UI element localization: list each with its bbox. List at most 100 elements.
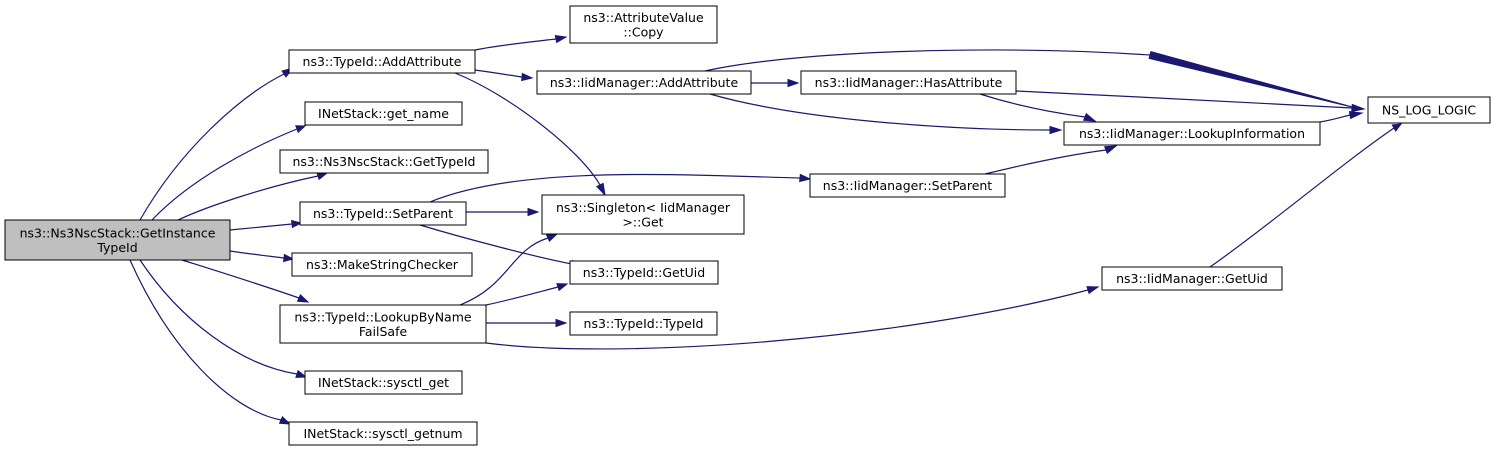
arrowhead (1148, 50, 1357, 109)
node-label: ns3::Singleton< IidManager (556, 200, 731, 215)
edge-root-to-makestringchecker (229, 250, 295, 263)
arrowhead (283, 253, 295, 263)
node-label: FailSafe (359, 324, 408, 339)
node-label: ns3::TypeId::SetParent (313, 206, 453, 221)
node-box (288, 421, 478, 446)
arrowhead (1348, 110, 1364, 120)
node-box (569, 311, 718, 336)
node-label: INetStack::sysctl_getnum (303, 426, 462, 441)
edge-root-to-typeid_addattribute (139, 67, 295, 221)
node-typeid_getuid[interactable]: ns3::TypeId::GetUid (569, 260, 719, 285)
node-iidmanager_lookupinformation[interactable]: ns3::IidManager::LookupInformation (1063, 121, 1321, 146)
edge-iidmanager_getuid-to-ns_log_logic (1209, 123, 1403, 268)
node-typeid_typeid[interactable]: ns3::TypeId::TypeId (569, 311, 718, 336)
node-inetstack_sysctl_get[interactable]: INetStack::sysctl_get (304, 370, 463, 395)
edge-root-to-typeid_lookupbynamefailsafe (181, 259, 310, 303)
edge-typeid_lookupbynamefailsafe-to-iidmanager_getuid (485, 286, 1100, 350)
edge-root-to-inetstack_sysctl_get (139, 259, 308, 378)
node-label: ns3::IidManager::AddAttribute (550, 75, 739, 90)
arrowhead (1351, 103, 1366, 113)
node-box (800, 70, 1017, 95)
node-label: ns3::MakeStringChecker (306, 257, 459, 272)
node-label: ns3::AttributeValue (583, 10, 704, 25)
node-box (279, 149, 489, 174)
edge-layer (129, 34, 1403, 425)
node-box (569, 5, 718, 44)
node-iidmanager_setparent[interactable]: ns3::IidManager::SetParent (809, 173, 1006, 198)
edge-root-to-inetstack_get_name (151, 125, 307, 221)
arrowhead (316, 172, 329, 181)
edge-root-to-ns3nscstack_gettypeid (177, 172, 329, 221)
node-label: ns3::TypeId::GetUid (583, 265, 705, 280)
arrowhead (799, 173, 812, 183)
node-box (809, 173, 1006, 198)
node-label: INetStack::get_name (318, 106, 449, 121)
arrowhead (1082, 112, 1097, 122)
node-box (299, 201, 467, 226)
node-iidmanager_getuid[interactable]: ns3::IidManager::GetUid (1101, 266, 1283, 291)
node-label: ns3::TypeId::TypeId (584, 316, 704, 331)
node-typeid_setparent[interactable]: ns3::TypeId::SetParent (299, 201, 467, 226)
arrowhead (787, 78, 800, 88)
arrowhead (555, 318, 568, 328)
arrowhead (554, 34, 568, 44)
arrowhead (1103, 145, 1118, 155)
node-attributevalue_copy[interactable]: ns3::AttributeValue::Copy (569, 5, 718, 44)
node-box (288, 49, 476, 74)
edge-typeid_setparent-to-singleton_get (466, 207, 540, 217)
arrowhead (596, 182, 606, 197)
edge-typeid_lookupbynamefailsafe-to-typeid_typeid (486, 318, 568, 328)
node-singleton_get[interactable]: ns3::Singleton< IidManager>::Get (541, 194, 745, 235)
node-box (1367, 96, 1491, 124)
arrowhead (295, 369, 308, 378)
node-iidmanager_addattribute[interactable]: ns3::IidManager::AddAttribute (536, 70, 752, 95)
node-box (304, 370, 463, 395)
arrowhead (295, 125, 307, 134)
node-label: ns3::IidManager::LookupInformation (1079, 126, 1305, 141)
node-box (1101, 266, 1283, 291)
edge-iidmanager_hasattribute-to-iidmanager_lookupinformation (979, 93, 1097, 122)
node-iidmanager_hasattribute[interactable]: ns3::IidManager::HasAttribute (800, 70, 1017, 95)
edge-typeid_addattribute-to-iidmanager_addattribute (474, 69, 534, 82)
node-makestringchecker[interactable]: ns3::MakeStringChecker (291, 252, 473, 277)
arrowhead (1086, 286, 1100, 295)
edge-typeid_lookupbynamefailsafe-to-typeid_getuid (485, 283, 569, 306)
edge-iidmanager_lookupinformation-to-ns_log_logic (1319, 110, 1364, 123)
edge-iidmanager_addattribute-to-ns_log_logic (704, 49, 1357, 109)
edge-iidmanager_addattribute-to-iidmanager_hasattribute (751, 78, 800, 88)
arrowhead (278, 415, 292, 425)
node-label: ns3::TypeId::AddAttribute (303, 54, 462, 69)
node-inetstack_get_name[interactable]: INetStack::get_name (304, 101, 463, 126)
edge-typeid_addattribute-to-attributevalue_copy (474, 34, 568, 51)
node-label: ::Copy (623, 24, 664, 39)
edge-typeid_setparent-to-iidmanager_setparent (429, 173, 812, 203)
node-inetstack_sysctl_getnum[interactable]: INetStack::sysctl_getnum (288, 421, 478, 446)
node-typeid_addattribute[interactable]: ns3::TypeId::AddAttribute (288, 49, 476, 74)
node-label: ns3::IidManager::SetParent (823, 178, 993, 193)
edge-iidmanager_hasattribute-to-ns_log_logic (1015, 90, 1366, 113)
edge-typeid_lookupbynamefailsafe-to-singleton_get (459, 233, 559, 306)
node-ns3nscstack_gettypeid[interactable]: ns3::Ns3NscStack::GetTypeId (279, 149, 489, 174)
arrowhead (521, 72, 534, 82)
edge-root-to-inetstack_sysctl_getnum (129, 259, 292, 425)
node-label: NS_LOG_LOGIC (1382, 103, 1477, 118)
node-label: ns3::IidManager::GetUid (1116, 271, 1268, 286)
node-label: ns3::IidManager::HasAttribute (815, 75, 1003, 90)
node-label: >::Get (622, 214, 663, 229)
node-label: ns3::Ns3NscStack::GetTypeId (292, 154, 475, 169)
arrowhead (1049, 125, 1063, 135)
arrowhead (291, 219, 303, 229)
arrowhead (527, 207, 540, 217)
edge-root-to-typeid_setparent (229, 219, 303, 231)
node-label: TypeId (96, 240, 137, 255)
edge-typeid_addattribute-to-singleton_get (454, 72, 606, 197)
node-box (569, 260, 719, 285)
node-box (291, 252, 473, 277)
node-box (541, 194, 745, 235)
node-label: INetStack::sysctl_get (318, 375, 449, 390)
node-ns_log_logic[interactable]: NS_LOG_LOGIC (1367, 96, 1491, 124)
node-box (279, 304, 487, 344)
